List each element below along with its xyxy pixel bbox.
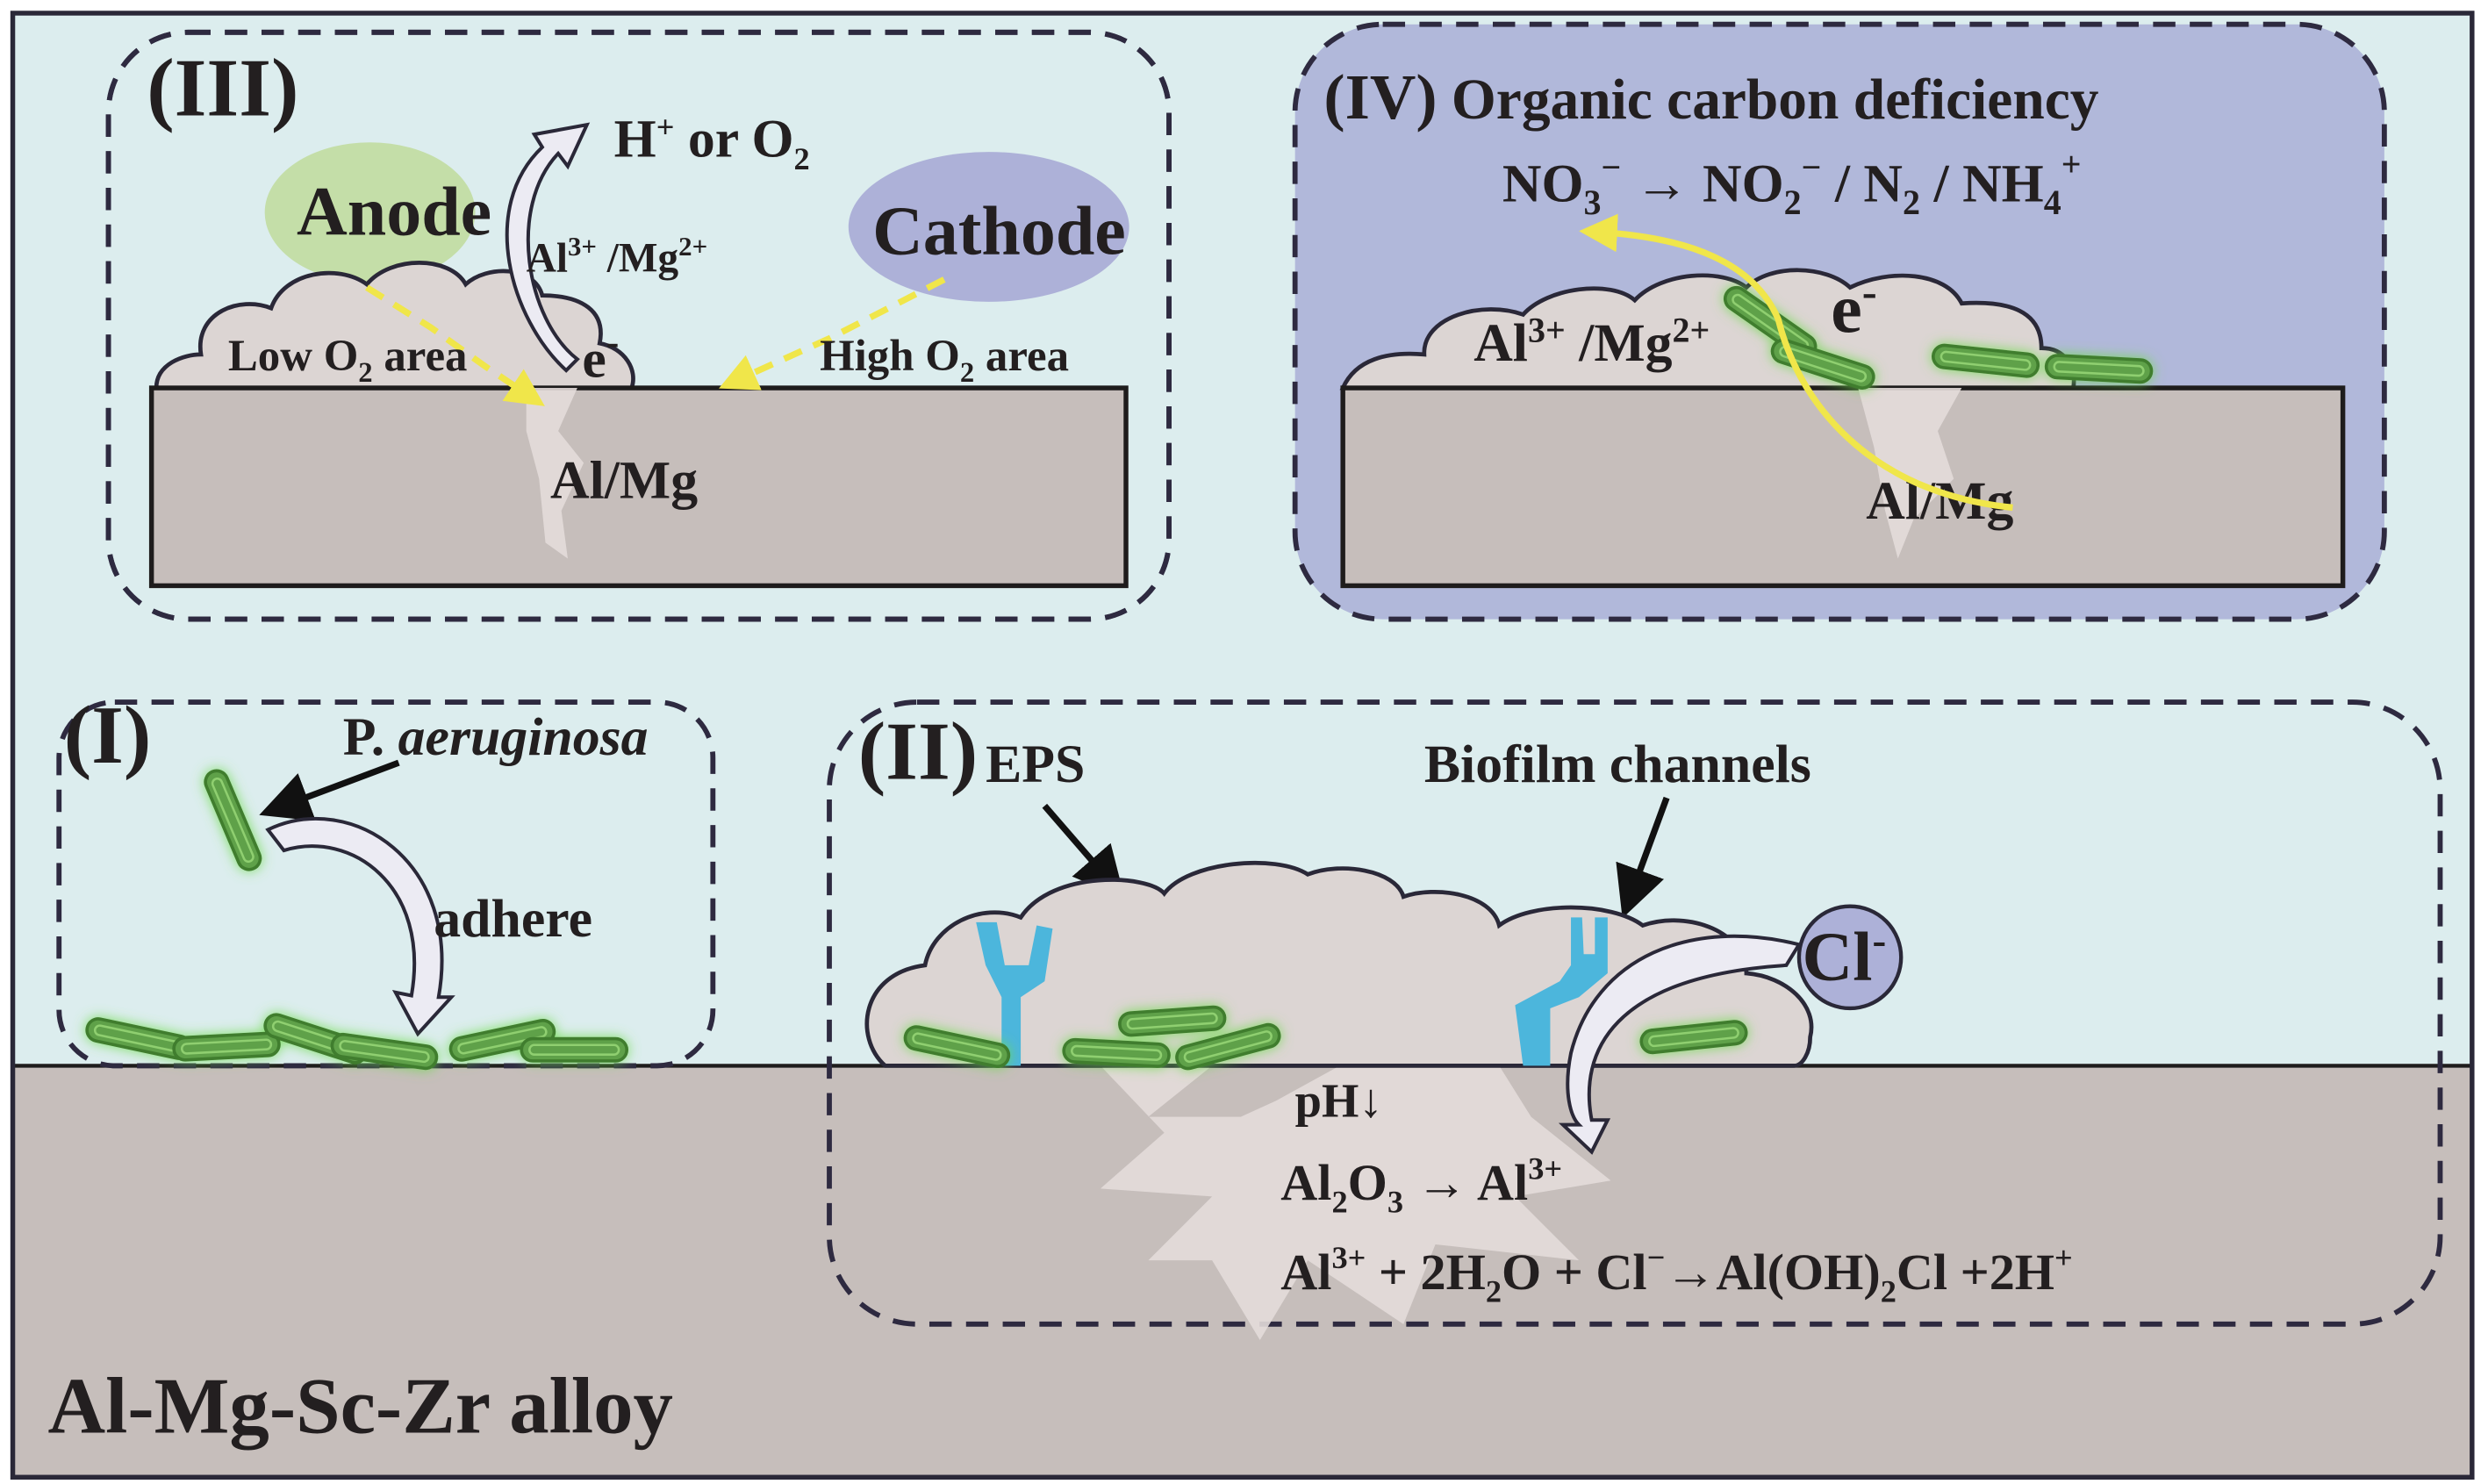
- electron-label-iv: e-: [1831, 268, 1876, 348]
- metal-block-iii: [148, 385, 1129, 589]
- eps-label: EPS: [986, 735, 1085, 794]
- bacterium-iv-4: [2044, 353, 2154, 384]
- panel-iv-title: (IV) Organic carbon deficiency: [1323, 61, 2098, 133]
- panel-i-id: (I): [64, 690, 152, 781]
- ph-drop-label: pH↓: [1295, 1074, 1383, 1128]
- nitrate-reduction-reaction: NO3− → NO2− / N2 / NH4+: [1502, 144, 2082, 222]
- crack-ii: [1100, 1065, 1611, 1340]
- attached-bacterium-2: [171, 1030, 282, 1063]
- high-o2-label: High O2 area: [820, 332, 1069, 389]
- anode-label: Anode: [297, 174, 491, 251]
- biofilm-cloud-iv: [1339, 268, 2076, 391]
- biofilm-channel-1: [976, 921, 1053, 1066]
- product-label: H+ or O2: [614, 110, 810, 177]
- ion-release-arrow: [505, 122, 591, 373]
- metal-label-iii: Al/Mg: [550, 450, 698, 510]
- organism-pointer-arrow: [259, 759, 400, 821]
- channels-pointer-arrow: [1616, 796, 1670, 919]
- panel-ii-border: [827, 699, 2443, 1327]
- cathode-ellipse: [848, 152, 1129, 302]
- yellow-arrow-cathode: [719, 276, 946, 391]
- hydrolysis-reaction: Al3+ + 2H2O + Cl−→Al(OH)2Cl +2H+: [1280, 1240, 2072, 1308]
- crack-iii: [526, 388, 584, 559]
- attached-bacterium-6: [520, 1036, 629, 1063]
- crack-iv: [1858, 388, 1962, 559]
- panel-i-border: [56, 699, 716, 1069]
- cathode-label: Cathode: [872, 192, 1126, 269]
- metal-block-iv: [1340, 385, 2346, 589]
- electron-label-iii: e-: [582, 321, 619, 389]
- panel-iv: (IV) Organic carbon deficiency NO3− → NO…: [1292, 21, 2387, 622]
- anode-ellipse: [264, 142, 476, 283]
- biofilm-bacterium-3: [1061, 1037, 1172, 1069]
- oxide-dissolution-reaction: Al2O3 → Al3+: [1280, 1151, 1562, 1219]
- electron-transfer-arrow-iv: [1579, 213, 2013, 511]
- ions-label-iv: Al3+ /Mg2+: [1473, 310, 1710, 373]
- panel-ii: (II) EPS Biofilm channels Cl- pH↓ Al2O3 …: [827, 699, 2443, 1340]
- outer-frame: [10, 11, 2475, 1480]
- panel-iii: (III) Anode Cathode H+ or O2 Al3+ /Mg2+ …: [105, 29, 1172, 622]
- eps-biofilm-cloud: [864, 860, 1814, 1068]
- biofilm-channels-label: Biofilm channels: [1424, 735, 1811, 794]
- adhere-arrow: [265, 816, 455, 1037]
- biofilm-channel-2: [1515, 917, 1608, 1066]
- eps-pointer-arrow: [1042, 803, 1125, 899]
- panel-i: (I) P. aeruginosa adhere: [56, 690, 716, 1072]
- ions-label-iii: Al3+ /Mg2+: [527, 231, 707, 281]
- low-o2-label: Low O2 area: [228, 332, 468, 389]
- chloride-ingress-arrow: [1558, 934, 1803, 1155]
- chloride-ion-label: Cl-: [1803, 918, 1887, 995]
- organism-label: P. aeruginosa: [343, 707, 649, 767]
- panel-iii-id: (III): [147, 42, 298, 133]
- adhere-label: adhere: [434, 889, 592, 949]
- chloride-ion-circle: [1796, 904, 1904, 1011]
- panel-ii-id: (II): [858, 706, 979, 797]
- substrate-label: Al-Mg-Sc-Zr alloy: [48, 1361, 673, 1450]
- biofilm-cloud-iii: [154, 261, 635, 391]
- metal-label-iv: Al/Mg: [1866, 471, 2013, 531]
- yellow-arrow-anode: [365, 284, 545, 406]
